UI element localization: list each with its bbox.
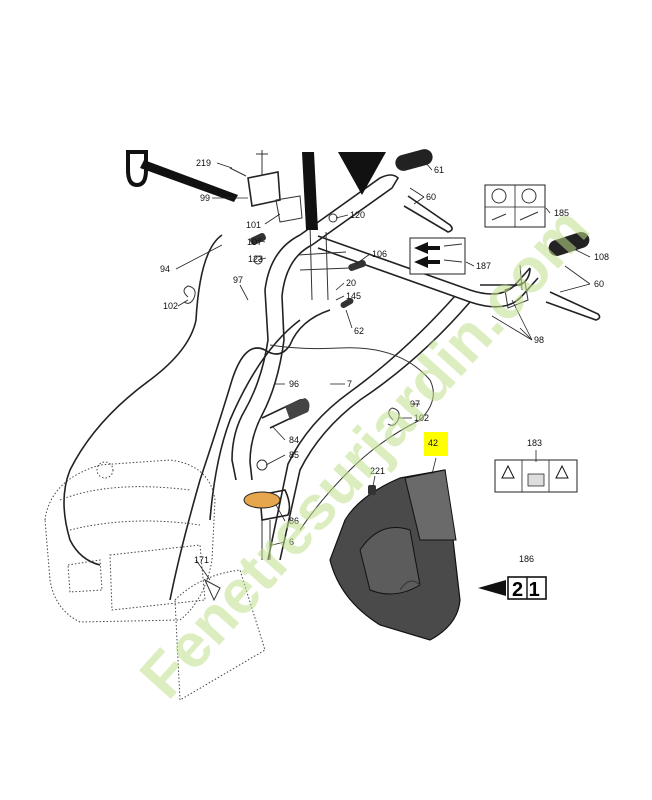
handle-assembly (229, 149, 601, 561)
callout-60-lower: 60 (594, 279, 604, 289)
callout-123: 123 (248, 254, 263, 264)
engine (44, 459, 216, 623)
callout-108: 108 (594, 252, 609, 262)
callout-99: 99 (200, 193, 210, 203)
callout-183: 183 (527, 438, 542, 448)
callout-102-lower: 102 (414, 413, 429, 423)
watermark: Fenetresurjardin.com (127, 194, 602, 711)
callout-221: 221 (370, 466, 385, 476)
callout-60-upper: 60 (426, 192, 436, 202)
callout-171: 171 (194, 555, 209, 565)
decal-183 (494, 459, 578, 493)
callout-96: 96 (289, 379, 299, 389)
highlight-box-42 (424, 432, 448, 456)
leader-lines (175, 161, 591, 581)
callout-62: 62 (354, 326, 364, 336)
callout-61: 61 (434, 165, 444, 175)
callout-185: 185 (554, 208, 569, 218)
callout-107: 107 (247, 237, 262, 247)
callout-102-upper: 102 (163, 301, 178, 311)
view-arrows (126, 150, 386, 230)
callout-187: 187 (476, 261, 491, 271)
callout-97-upper: 97 (233, 275, 243, 285)
callout-145: 145 (346, 291, 361, 301)
cables (63, 234, 434, 601)
callout-186: 186 (519, 554, 534, 564)
callout-97-lower: 97 (410, 399, 420, 409)
callout-7: 7 (347, 379, 352, 389)
chute-housing (174, 264, 529, 701)
callout-labels: 219 99 101 120 107 123 94 106 97 20 145 … (160, 158, 609, 565)
callout-84: 84 (289, 435, 299, 445)
callout-6: 6 (289, 537, 294, 547)
callout-85: 85 (289, 450, 299, 460)
callout-86: 86 (289, 516, 299, 526)
callout-101: 101 (246, 220, 261, 230)
callout-98: 98 (534, 335, 544, 345)
decal-187 (409, 237, 466, 275)
callout-106: 106 (372, 249, 387, 259)
decal-186: 2 1 (478, 576, 547, 601)
callout-94: 94 (160, 264, 170, 274)
callout-20: 20 (346, 278, 356, 288)
callout-219: 219 (196, 158, 211, 168)
callout-42: 42 (428, 438, 438, 448)
callout-120: 120 (350, 210, 365, 220)
decal-186-label: 2 1 (512, 579, 540, 601)
decal-185 (484, 184, 546, 228)
